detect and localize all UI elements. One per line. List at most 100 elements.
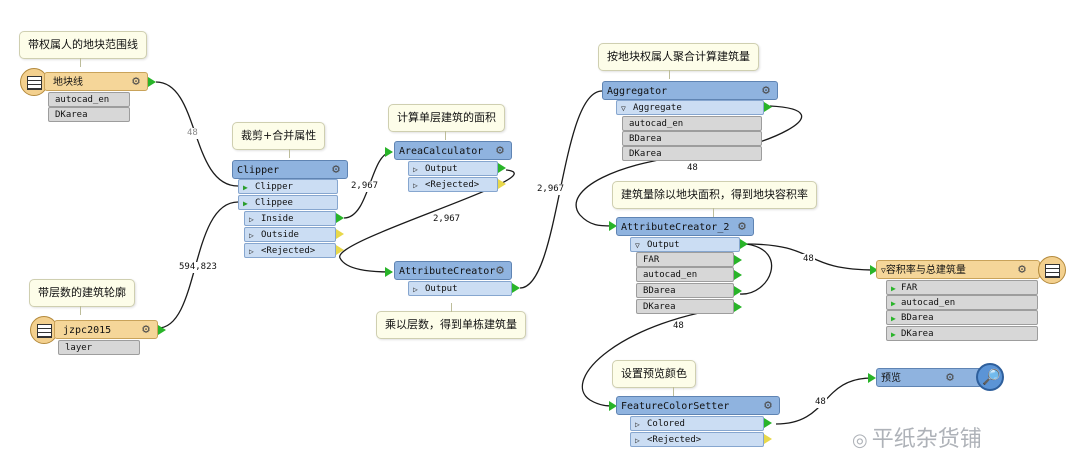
attr-item: ▶DKarea [886,326,1038,341]
count-label: 48 [814,397,827,408]
output-port[interactable]: ▷<Rejected> [630,432,764,447]
note-area[interactable]: 计算单层建筑的面积 [388,104,505,140]
input-port[interactable]: ▶Clippee [238,195,338,210]
output-port[interactable]: ▷<Rejected> [244,243,336,258]
input-port-icon[interactable] [870,265,878,275]
wire-aggregate-loop [575,105,802,227]
gear-icon[interactable] [761,399,775,413]
expand-icon: ▽ [621,104,626,113]
input-port[interactable]: ▶Clipper [238,179,338,194]
gear-icon[interactable] [943,371,957,385]
note-multiply[interactable]: 乘以层数，得到单栋建筑量 [376,303,526,339]
expand-icon: ▽ [881,266,886,275]
output-port-icon[interactable] [498,163,506,173]
note-text: 带权属人的地块范围线 [28,38,138,51]
note-far[interactable]: 建筑量除以地块面积，得到地块容积率 [612,181,817,217]
gear-icon[interactable] [329,163,343,177]
output-port[interactable]: ▽ Aggregate [616,100,764,115]
count-label: 48 [686,163,699,174]
reader-parcel[interactable]: 地块线 [44,72,148,91]
note-color[interactable]: 设置预览颜色 [612,360,696,396]
attr-item: ▶autocad_en [886,295,1038,310]
transformer-name: Clipper [237,165,280,176]
attr-item: autocad_en [622,116,762,131]
inspector-preview[interactable]: 预览 [876,368,982,387]
transformer-areacalculator[interactable]: AreaCalculator [394,141,512,160]
attr-label: FAR [901,283,918,293]
transformer-clipper[interactable]: Clipper [232,160,348,179]
output-port-icon[interactable] [512,283,520,293]
output-port[interactable]: ▷<Rejected> [408,177,498,192]
input-port-icon[interactable] [385,147,393,157]
expand-icon: ▷ [249,247,254,256]
attr-item: DKarea [636,299,734,314]
output-port-icon[interactable] [734,286,742,296]
note-building[interactable]: 带层数的建筑轮廓 [29,279,135,315]
output-port-icon[interactable] [764,418,772,428]
attr-label: autocad_en [901,298,956,308]
transformer-featurecolorsetter[interactable]: FeatureColorSetter [616,396,780,415]
gear-icon[interactable] [1015,263,1029,277]
magnifier-icon[interactable] [976,363,1004,391]
output-port[interactable]: ▷Outside [244,227,336,242]
writer-far[interactable]: ▽容积率与总建筑量 [876,260,1040,279]
output-port-icon[interactable] [498,179,506,189]
output-port-icon[interactable] [764,102,772,112]
reader-table-icon[interactable] [30,316,58,344]
gear-icon[interactable] [493,144,507,158]
gear-icon[interactable] [139,323,153,337]
gear-icon[interactable] [759,84,773,98]
output-port[interactable]: ▷Inside [244,211,336,226]
output-port-icon[interactable] [336,229,344,239]
count-label: 48 [186,128,199,139]
port-label: Clipper [255,182,293,192]
input-port-icon[interactable] [385,267,393,277]
output-port-icon[interactable] [158,325,166,335]
transformer-attributecreator-2[interactable]: AttributeCreator_2 [616,217,754,236]
output-port[interactable]: ▽Output [630,237,740,252]
output-port-icon[interactable] [740,239,748,249]
transformer-name: AttributeCreator [399,266,496,277]
port-label: <Rejected> [647,435,702,445]
note-parcel[interactable]: 带权属人的地块范围线 [19,31,147,67]
output-port-icon[interactable] [336,245,344,255]
output-port-icon[interactable] [734,255,742,265]
output-port[interactable]: ▷ Colored [630,416,764,431]
attr-item: ▶FAR [886,280,1038,295]
output-port-icon[interactable] [734,270,742,280]
output-port[interactable]: ▷Output [408,161,498,176]
expand-icon: ▷ [635,420,640,429]
transformer-attributecreator[interactable]: AttributeCreator [394,261,512,280]
watermark: ◎平纸杂货铺 [852,421,982,453]
input-port-icon[interactable] [609,401,617,411]
note-clipper[interactable]: 裁剪+合并属性 [232,122,326,158]
input-port-icon[interactable] [609,221,617,231]
reader-name: jzpc2015 [63,325,112,336]
transformer-aggregator[interactable]: Aggregator [602,81,778,100]
reader-building[interactable]: jzpc2015 [54,320,158,339]
output-port-icon[interactable] [148,77,156,87]
count-label: 594,823 [178,262,218,273]
attr-item: FAR [636,252,734,267]
attr-item: DKarea [622,146,762,161]
port-label: Output [647,240,680,250]
input-port-icon[interactable] [868,373,876,383]
gear-icon[interactable] [735,220,749,234]
port-label: Aggregate [633,103,682,113]
transformer-name: AttributeCreator_2 [621,222,730,233]
note-text: 建筑量除以地块面积，得到地块容积率 [621,188,808,201]
gear-icon[interactable] [129,75,143,89]
input-arrow-icon: ▶ [243,199,248,208]
note-text: 带层数的建筑轮廓 [38,286,126,299]
port-label: Colored [647,419,685,429]
output-port-icon[interactable] [336,213,344,223]
count-label: 2,967 [432,214,462,225]
output-port-icon[interactable] [734,302,742,312]
gear-icon[interactable] [493,264,507,278]
note-text: 乘以层数，得到单栋建筑量 [385,318,517,331]
port-label: Output [425,284,458,294]
output-port[interactable]: ▷Output [408,281,512,296]
writer-table-icon[interactable] [1038,256,1066,284]
note-aggregate[interactable]: 按地块权属人聚合计算建筑量 [598,43,759,79]
output-port-icon[interactable] [764,434,772,444]
